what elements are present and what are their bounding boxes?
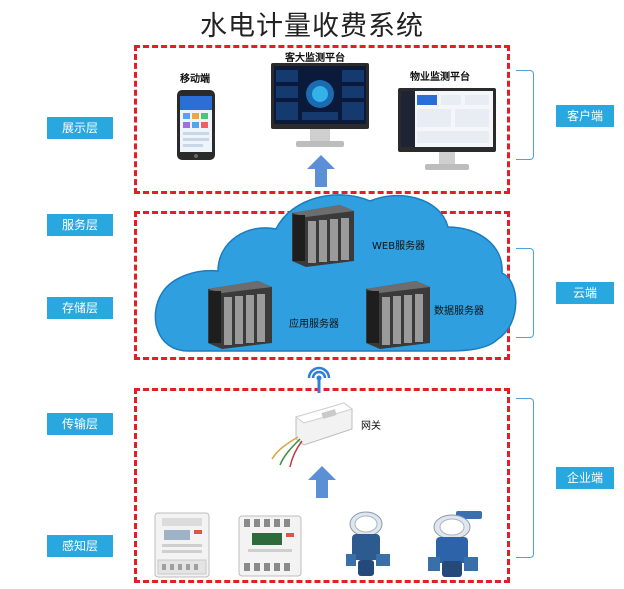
water-meter-2-icon [428, 511, 482, 577]
layer-tag-presentation: 展示层 [47, 117, 113, 139]
page-title: 水电计量收费系统 [200, 11, 424, 42]
layer-tag-perception: 感知层 [47, 535, 113, 557]
cloud-bracket [516, 248, 534, 338]
end-tag-enterprise: 企业端 [556, 467, 614, 489]
mobile-label: 移动端 [180, 74, 210, 85]
app-server-icon [208, 281, 272, 349]
layer-tag-service: 服务层 [47, 214, 113, 236]
big-screen-monitor-icon [271, 63, 369, 147]
arrow-up-to-gateway [308, 466, 336, 498]
big-screen-label: 客大监测平台 [285, 53, 345, 64]
layer-tag-transport: 传输层 [47, 413, 113, 435]
enterprise-bracket [516, 398, 534, 558]
web-server-icon [292, 205, 354, 267]
arrow-up-to-presentation [307, 155, 335, 187]
water-meter-1-icon [346, 511, 390, 576]
end-tag-client: 客户端 [556, 105, 614, 127]
enterprise-layer-box [134, 388, 510, 583]
property-platform-label: 物业监测平台 [410, 72, 470, 83]
mobile-phone-icon [177, 90, 215, 160]
gateway-label: 网关 [361, 421, 381, 432]
data-server-icon [366, 281, 430, 349]
property-platform-monitor-icon [398, 88, 496, 170]
electric-meter-1-icon [154, 512, 210, 578]
presentation-layer-box [134, 45, 510, 194]
wireless-signal-icon [307, 366, 331, 393]
layer-tag-storage: 存储层 [47, 297, 113, 319]
app-server-label: 应用服务器 [289, 319, 339, 330]
electric-meter-2-icon [238, 515, 302, 577]
end-tag-cloud: 云端 [556, 282, 614, 304]
gateway-device-icon [271, 402, 354, 468]
client-bracket [516, 70, 534, 160]
data-server-label: 数据服务器 [434, 306, 484, 317]
web-server-label: WEB服务器 [372, 241, 426, 252]
